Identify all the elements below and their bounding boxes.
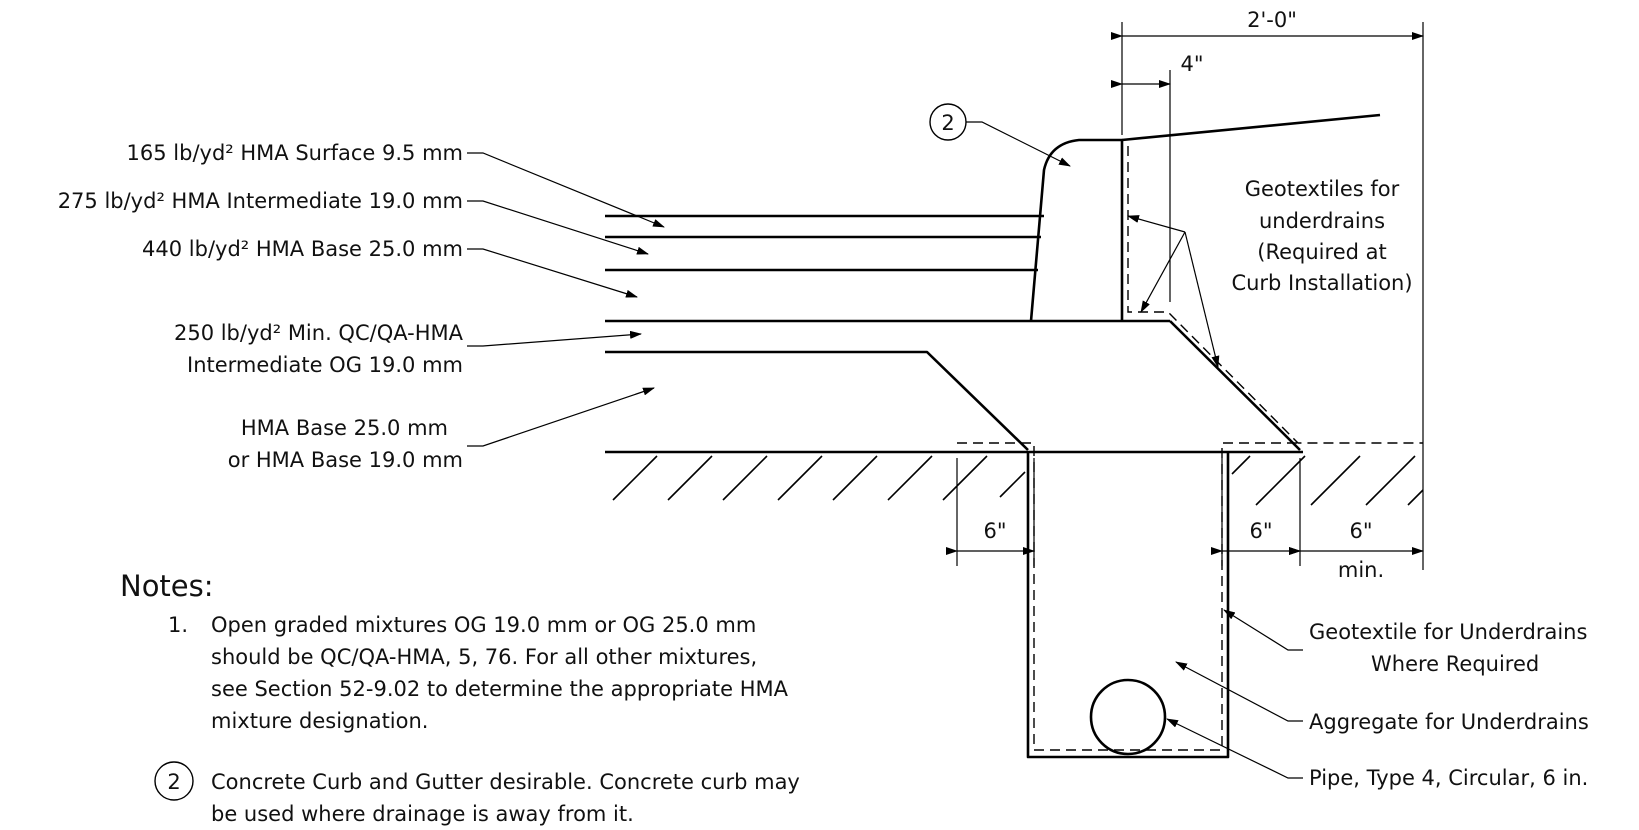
- dim-overall-width: 2'-0": [1247, 8, 1297, 32]
- hatch-line: [942, 455, 988, 501]
- geotextile-lines: [957, 146, 1423, 751]
- callout-geotextile-underdrains-line2: Where Required: [1371, 652, 1539, 676]
- hatch-line: [1310, 455, 1361, 506]
- callout-geotextiles-line3: (Required at: [1257, 240, 1386, 264]
- underdrain-trench: [1026, 452, 1230, 759]
- leader-geotextiles-2: [1140, 231, 1186, 313]
- label-hma-base: 440 lb/yd² HMA Base 25.0 mm: [142, 237, 463, 261]
- note2-line2: be used where drainage is away from it.: [211, 802, 634, 826]
- concrete-curb: [1029, 113, 1381, 322]
- curb-outline: [1029, 138, 1124, 322]
- hatch-line: [667, 455, 713, 501]
- leader-geotextiles-1: [1127, 215, 1186, 233]
- label-hma-base-alt-line1: HMA Base 25.0 mm: [241, 416, 448, 440]
- leader-og-layer: [467, 330, 642, 347]
- leader-geotextiles-3: [1184, 231, 1220, 368]
- leader-aggregate: [1175, 661, 1303, 722]
- leader-pipe: [1166, 718, 1303, 779]
- layer-labels: 165 lb/yd² HMA Surface 9.5 mm 275 lb/yd²…: [58, 141, 665, 472]
- underdrain-pipe: [1089, 678, 1167, 756]
- label-hma-surface: 165 lb/yd² HMA Surface 9.5 mm: [127, 141, 463, 165]
- og-layer-right-slope: [1169, 320, 1301, 451]
- curb-marker-number: 2: [941, 111, 954, 135]
- note1-line4: mixture designation.: [211, 709, 428, 733]
- callout-geotextiles-line1: Geotextiles for: [1245, 177, 1400, 201]
- note1-line2: should be QC/QA-HMA, 5, 76. For all othe…: [211, 645, 757, 669]
- notes-section: Notes: 1. Open graded mixtures OG 19.0 m…: [120, 569, 800, 826]
- callout-pipe: Pipe, Type 4, Circular, 6 in.: [1309, 766, 1588, 790]
- label-hma-base-alt-line2: or HMA Base 19.0 mm: [228, 448, 463, 472]
- curb-marker: 2: [929, 103, 1071, 167]
- leader-hma-base-alt: [467, 387, 655, 447]
- hatch-line: [1231, 455, 1251, 475]
- leader-curb: [966, 121, 1071, 167]
- callout-geotextiles-line2: underdrains: [1259, 209, 1385, 233]
- note2-line1: Concrete Curb and Gutter desirable. Conc…: [211, 770, 800, 794]
- og-layer-bottom-line: [605, 350, 1029, 451]
- dim-left-offset: 6": [983, 519, 1006, 543]
- gutter-slope-line: [1121, 113, 1381, 142]
- dim-outer-offset-note: min.: [1338, 558, 1384, 582]
- dimensions: 2'-0" 4" 6" 6" 6" min.: [946, 8, 1424, 582]
- hatch-line: [777, 455, 823, 501]
- dim-right-offset: 6": [1249, 519, 1272, 543]
- label-og-layer-line2: Intermediate OG 19.0 mm: [187, 353, 463, 377]
- note1-line1: Open graded mixtures OG 19.0 mm or OG 25…: [211, 613, 756, 637]
- leader-geotextile-underdrains: [1223, 609, 1303, 651]
- hatch-line: [832, 455, 878, 501]
- leader-hma-surface: [467, 152, 665, 228]
- geotextile-curb-line: [1127, 146, 1423, 444]
- callout-geotextile-underdrains-line1: Geotextile for Underdrains: [1309, 620, 1587, 644]
- callout-aggregate: Aggregate for Underdrains: [1309, 710, 1589, 734]
- hatch-line: [722, 455, 768, 501]
- right-callouts: Geotextiles for underdrains (Required at…: [1127, 177, 1589, 790]
- trench-walls: [1026, 452, 1230, 759]
- hatch-line: [1407, 489, 1424, 506]
- hatch-line: [1365, 455, 1416, 506]
- note2-marker-number: 2: [167, 770, 180, 794]
- note1-line3: see Section 52-9.02 to determine the app…: [211, 677, 789, 701]
- hatch-line: [1255, 455, 1306, 506]
- leader-hma-base: [467, 248, 638, 298]
- note2-marker-circle: [154, 761, 194, 801]
- callout-geotextiles-line4: Curb Installation): [1231, 271, 1412, 295]
- label-hma-intermediate: 275 lb/yd² HMA Intermediate 19.0 mm: [58, 189, 463, 213]
- notes-title: Notes:: [120, 569, 214, 603]
- label-og-layer-line1: 250 lb/yd² Min. QC/QA-HMA: [174, 321, 464, 345]
- leader-hma-intermediate: [467, 200, 649, 255]
- note1-number: 1.: [168, 613, 188, 637]
- dim-curb-offset: 4": [1180, 52, 1203, 76]
- hatch-line: [612, 455, 658, 501]
- hatch-line: [999, 471, 1026, 498]
- pavement-layers: [605, 214, 1303, 454]
- hatch-line: [887, 455, 933, 501]
- dim-outer-offset: 6": [1349, 519, 1372, 543]
- subgrade-hatching: [612, 455, 1424, 506]
- geotextile-trench-line: [957, 442, 1298, 751]
